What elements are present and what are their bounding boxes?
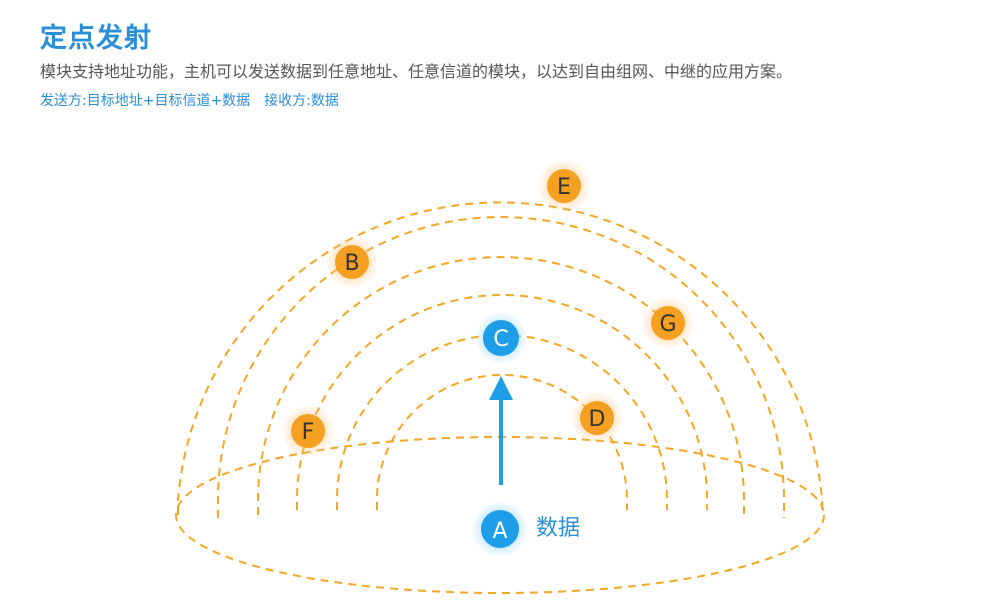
node-e-label: E bbox=[557, 175, 571, 200]
arc-5 bbox=[217, 216, 785, 518]
page-description: 模块支持地址功能，主机可以发送数据到任意地址、任意信道的模块，以达到自由组网、中… bbox=[40, 62, 793, 81]
data-label: 数据 bbox=[536, 516, 580, 541]
node-g: G bbox=[643, 298, 693, 348]
node-c-label: C bbox=[493, 327, 508, 352]
node-a-label: A bbox=[492, 519, 507, 544]
node-g-label: G bbox=[659, 312, 676, 337]
node-b-label: B bbox=[344, 251, 359, 276]
arc-6 bbox=[177, 201, 823, 515]
transmit-arrow bbox=[489, 376, 513, 485]
arc-4 bbox=[257, 256, 745, 515]
node-e: E bbox=[539, 161, 589, 211]
node-f: F bbox=[283, 406, 333, 456]
arc-1 bbox=[376, 374, 628, 510]
receiver-text: 接收方:数据 bbox=[264, 93, 339, 109]
page-title: 定点发射 bbox=[40, 23, 152, 54]
node-d: D bbox=[572, 393, 622, 443]
node-a: A bbox=[473, 502, 527, 556]
sender-text: 发送方:目标地址+目标信道+数据 bbox=[40, 93, 251, 109]
node-c: C bbox=[476, 313, 526, 363]
mode-summary: 发送方:目标地址+目标信道+数据接收方:数据 bbox=[40, 90, 339, 110]
node-d-label: D bbox=[589, 407, 606, 432]
node-f-label: F bbox=[302, 420, 315, 445]
node-b: B bbox=[327, 237, 377, 287]
